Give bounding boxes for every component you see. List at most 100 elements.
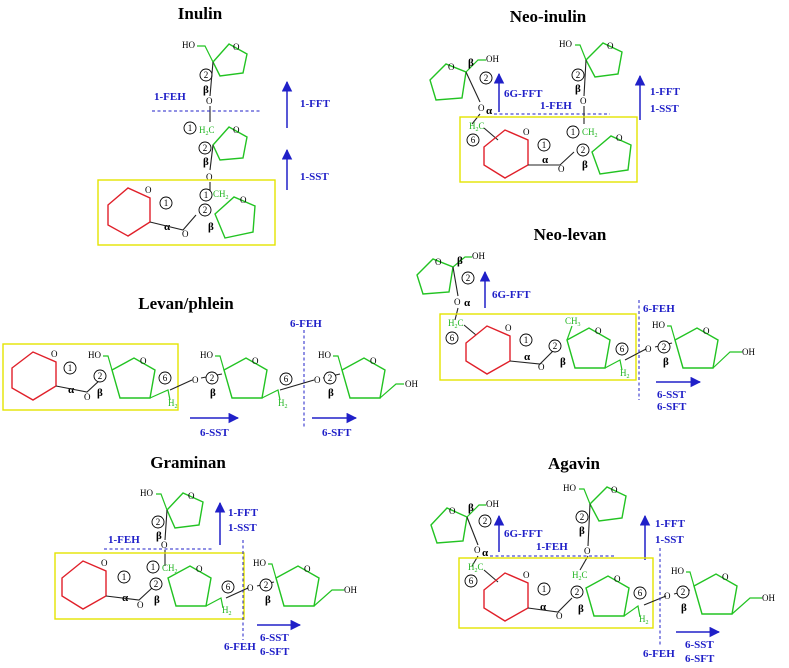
svg-text:2: 2 (581, 145, 586, 155)
svg-text:O: O (611, 485, 618, 495)
svg-text:O: O (523, 127, 530, 137)
enzyme-label: 6-FEH (643, 303, 675, 315)
svg-text:CH3: CH3 (565, 316, 581, 328)
svg-text:OH: OH (472, 251, 485, 261)
fructose-ring (275, 565, 320, 607)
svg-text:6: 6 (450, 333, 455, 343)
svg-text:H2C: H2C (448, 318, 464, 330)
svg-text:O: O (233, 125, 240, 135)
fructose-ring (674, 327, 719, 369)
svg-text:O: O (84, 392, 91, 402)
svg-text:CH2: CH2 (162, 563, 178, 575)
fructose-ring (693, 573, 738, 615)
svg-text:O: O (538, 362, 545, 372)
svg-text:α: α (542, 154, 549, 166)
fructose-ring (430, 507, 468, 544)
enzyme-label: 6-SST (685, 639, 714, 651)
enzyme-label: 6-FEH (643, 648, 675, 660)
svg-text:O: O (101, 558, 108, 568)
glucose-ring (483, 572, 529, 622)
svg-text:OH: OH (486, 54, 499, 64)
svg-text:1: 1 (542, 584, 547, 594)
svg-text:β: β (97, 387, 103, 399)
svg-text:H2: H2 (168, 398, 178, 410)
svg-text:O: O (703, 326, 710, 336)
fructose-ring (416, 258, 454, 295)
svg-text:2: 2 (210, 373, 215, 383)
svg-text:1: 1 (188, 123, 193, 133)
enzyme-label: 6-FEH (290, 318, 322, 330)
svg-text:α: α (540, 601, 547, 613)
svg-text:O: O (478, 103, 485, 113)
inulin-panel: Inulin O HO 2 β O 1-FEH 1-FFT 1 H2C O 2 … (97, 4, 331, 246)
svg-text:O: O (51, 349, 58, 359)
svg-text:β: β (579, 525, 585, 537)
enzyme-label: 6-SST (260, 632, 289, 644)
fructose-ring (212, 43, 248, 77)
svg-text:2: 2 (483, 516, 488, 526)
svg-text:HO: HO (140, 488, 153, 498)
fructose-ring (585, 575, 630, 617)
sucrose-box (439, 313, 637, 381)
svg-text:6: 6 (620, 344, 625, 354)
svg-text:α: α (486, 105, 493, 117)
svg-text:1: 1 (524, 335, 529, 345)
svg-text:α: α (482, 547, 489, 559)
svg-text:6: 6 (638, 588, 643, 598)
svg-text:O: O (595, 326, 602, 336)
svg-text:O: O (247, 583, 254, 593)
svg-text:HO: HO (253, 558, 266, 568)
enzyme-label: 6-SFT (322, 427, 352, 439)
svg-text:O: O (182, 229, 189, 239)
svg-text:1: 1 (68, 363, 73, 373)
svg-text:α: α (464, 297, 471, 309)
svg-text:HO: HO (88, 350, 101, 360)
enzyme-label: 6-SFT (685, 653, 715, 665)
svg-text:H2: H2 (278, 398, 288, 410)
svg-text:β: β (208, 221, 214, 233)
sucrose-box (458, 557, 654, 629)
svg-text:O: O (188, 491, 195, 501)
fructose-ring (591, 135, 632, 175)
enzyme-label: 6G-FFT (492, 289, 531, 301)
sucrose-box (2, 343, 179, 411)
svg-text:β: β (457, 255, 463, 267)
svg-text:HO: HO (318, 350, 331, 360)
svg-text:O: O (722, 572, 729, 582)
svg-text:2: 2 (328, 373, 333, 383)
neo-levan-panel: Neo-levan O OH β 2 O α 6G-FFT H2C 6 O 1 … (416, 225, 755, 413)
svg-text:2: 2 (203, 143, 208, 153)
enzyme-label: 1-SST (300, 171, 329, 183)
svg-text:2: 2 (553, 341, 558, 351)
enzyme-label: 1-SST (655, 534, 684, 546)
svg-text:β: β (156, 530, 162, 542)
sucrose-box (54, 552, 245, 620)
svg-text:2: 2 (662, 342, 667, 352)
svg-text:O: O (145, 185, 152, 195)
svg-text:O: O (196, 564, 203, 574)
enzyme-label: 1-FEH (154, 91, 186, 103)
svg-text:1: 1 (122, 572, 127, 582)
svg-text:O: O (454, 297, 461, 307)
svg-text:O: O (240, 195, 247, 205)
svg-text:OH: OH (742, 347, 755, 357)
svg-text:O: O (607, 41, 614, 51)
neo-levan-title: Neo-levan (534, 225, 607, 244)
svg-text:β: β (560, 356, 566, 368)
svg-text:β: β (265, 594, 271, 606)
svg-text:O: O (448, 62, 455, 72)
svg-text:O: O (614, 574, 621, 584)
svg-text:H2: H2 (639, 614, 649, 626)
hydroxyl-label: HO (182, 40, 195, 50)
svg-text:H2C: H2C (572, 570, 588, 582)
svg-text:O: O (370, 356, 377, 366)
svg-text:HO: HO (200, 350, 213, 360)
svg-text:1: 1 (204, 190, 209, 200)
svg-text:2: 2 (580, 512, 585, 522)
graminan-panel: Graminan O HO 2 β O 1-FEH 1-FFT 1-SST O … (54, 453, 357, 658)
svg-text:2: 2 (203, 205, 208, 215)
svg-text:O: O (584, 546, 591, 556)
svg-text:O: O (505, 323, 512, 333)
svg-text:2: 2 (576, 70, 581, 80)
